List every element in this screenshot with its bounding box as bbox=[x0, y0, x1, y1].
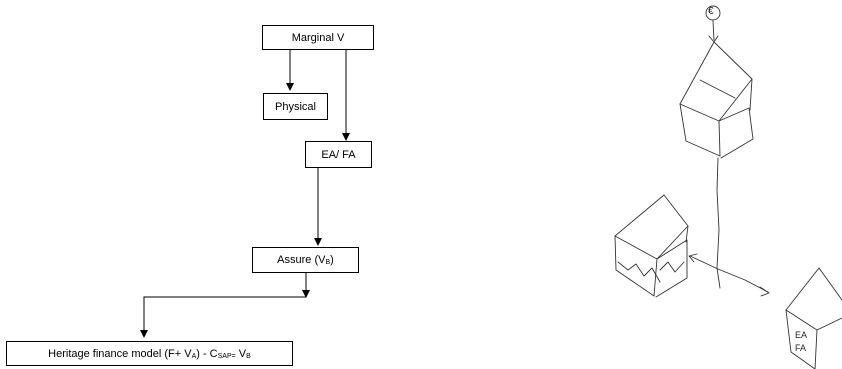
node-ea-fa: EA/ FA bbox=[305, 141, 372, 168]
currency-circle bbox=[705, 5, 721, 21]
house-label-ea: EA bbox=[795, 330, 808, 340]
node-marginal-v: Marginal V bbox=[262, 25, 374, 50]
arrow-right-head bbox=[759, 286, 770, 297]
node-marginal-v-label: Marginal V bbox=[291, 31, 345, 44]
node-heritage-finance-model-label: Heritage finance model (F+ VA) - CSAP= V… bbox=[48, 347, 251, 360]
arrow-left-head bbox=[688, 253, 698, 263]
node-assure-label: Assure (VB) bbox=[277, 254, 334, 266]
node-ea-fa-label: EA/ FA bbox=[321, 148, 356, 161]
left-house-drawing bbox=[614, 194, 689, 298]
top-house-drawing bbox=[679, 41, 754, 159]
currency-symbol-text: € bbox=[708, 6, 714, 17]
house-sketch-illustration bbox=[614, 5, 842, 369]
node-assure: Assure (VB) bbox=[252, 247, 359, 273]
node-physical: Physical bbox=[263, 93, 328, 120]
house-label-fa: FA bbox=[795, 343, 807, 353]
currency-arrow-line bbox=[712, 20, 715, 41]
connector-elbow-model bbox=[140, 296, 306, 338]
link-left-to-center bbox=[689, 255, 769, 293]
right-house-drawing bbox=[785, 267, 842, 369]
node-physical-label: Physical bbox=[275, 100, 316, 113]
vertical-link bbox=[716, 157, 721, 289]
node-heritage-finance-model: Heritage finance model (F+ VA) - CSAP= V… bbox=[6, 341, 293, 366]
